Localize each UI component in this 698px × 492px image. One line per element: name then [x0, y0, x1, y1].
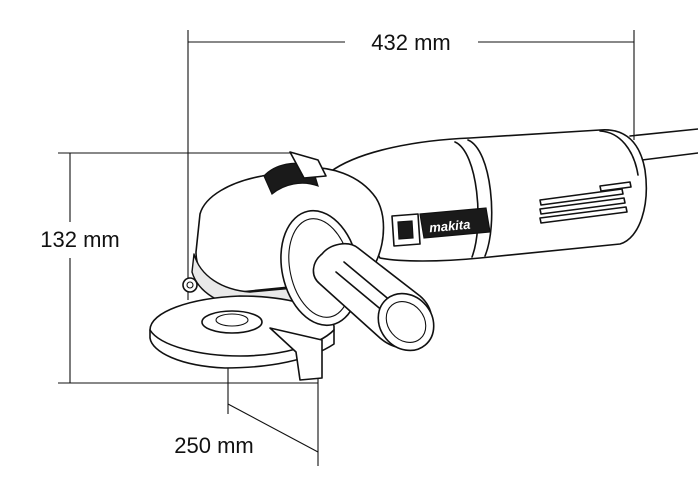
angle-grinder-drawing: makita: [149, 128, 698, 381]
power-cord-top: [629, 128, 698, 137]
brand-logo: makita: [419, 207, 491, 239]
wheel-flange: [201, 310, 263, 334]
flange-nut: [215, 313, 249, 327]
power-cord-bottom: [641, 152, 698, 161]
depth-dimension-line: [227, 403, 319, 453]
dimension-lines: [58, 30, 635, 466]
logo-text: makita: [429, 217, 471, 236]
handle-end-cap-inner: [385, 301, 427, 343]
housing-seam: [467, 139, 493, 257]
length-label: 432 mm: [371, 30, 450, 55]
spindle-lock-cap: [289, 151, 327, 179]
handle-end-cap: [377, 292, 435, 352]
switch-knob: [397, 220, 414, 240]
depth-label: 250 mm: [174, 433, 253, 458]
housing-seam-inner: [454, 141, 479, 258]
ventilation-slots: [539, 181, 632, 224]
rear-cap-edge: [599, 130, 639, 176]
side-bolt: [182, 277, 198, 293]
guard-skirt: [269, 327, 323, 381]
height-label: 132 mm: [40, 227, 119, 252]
side-bolt-center: [186, 281, 194, 289]
